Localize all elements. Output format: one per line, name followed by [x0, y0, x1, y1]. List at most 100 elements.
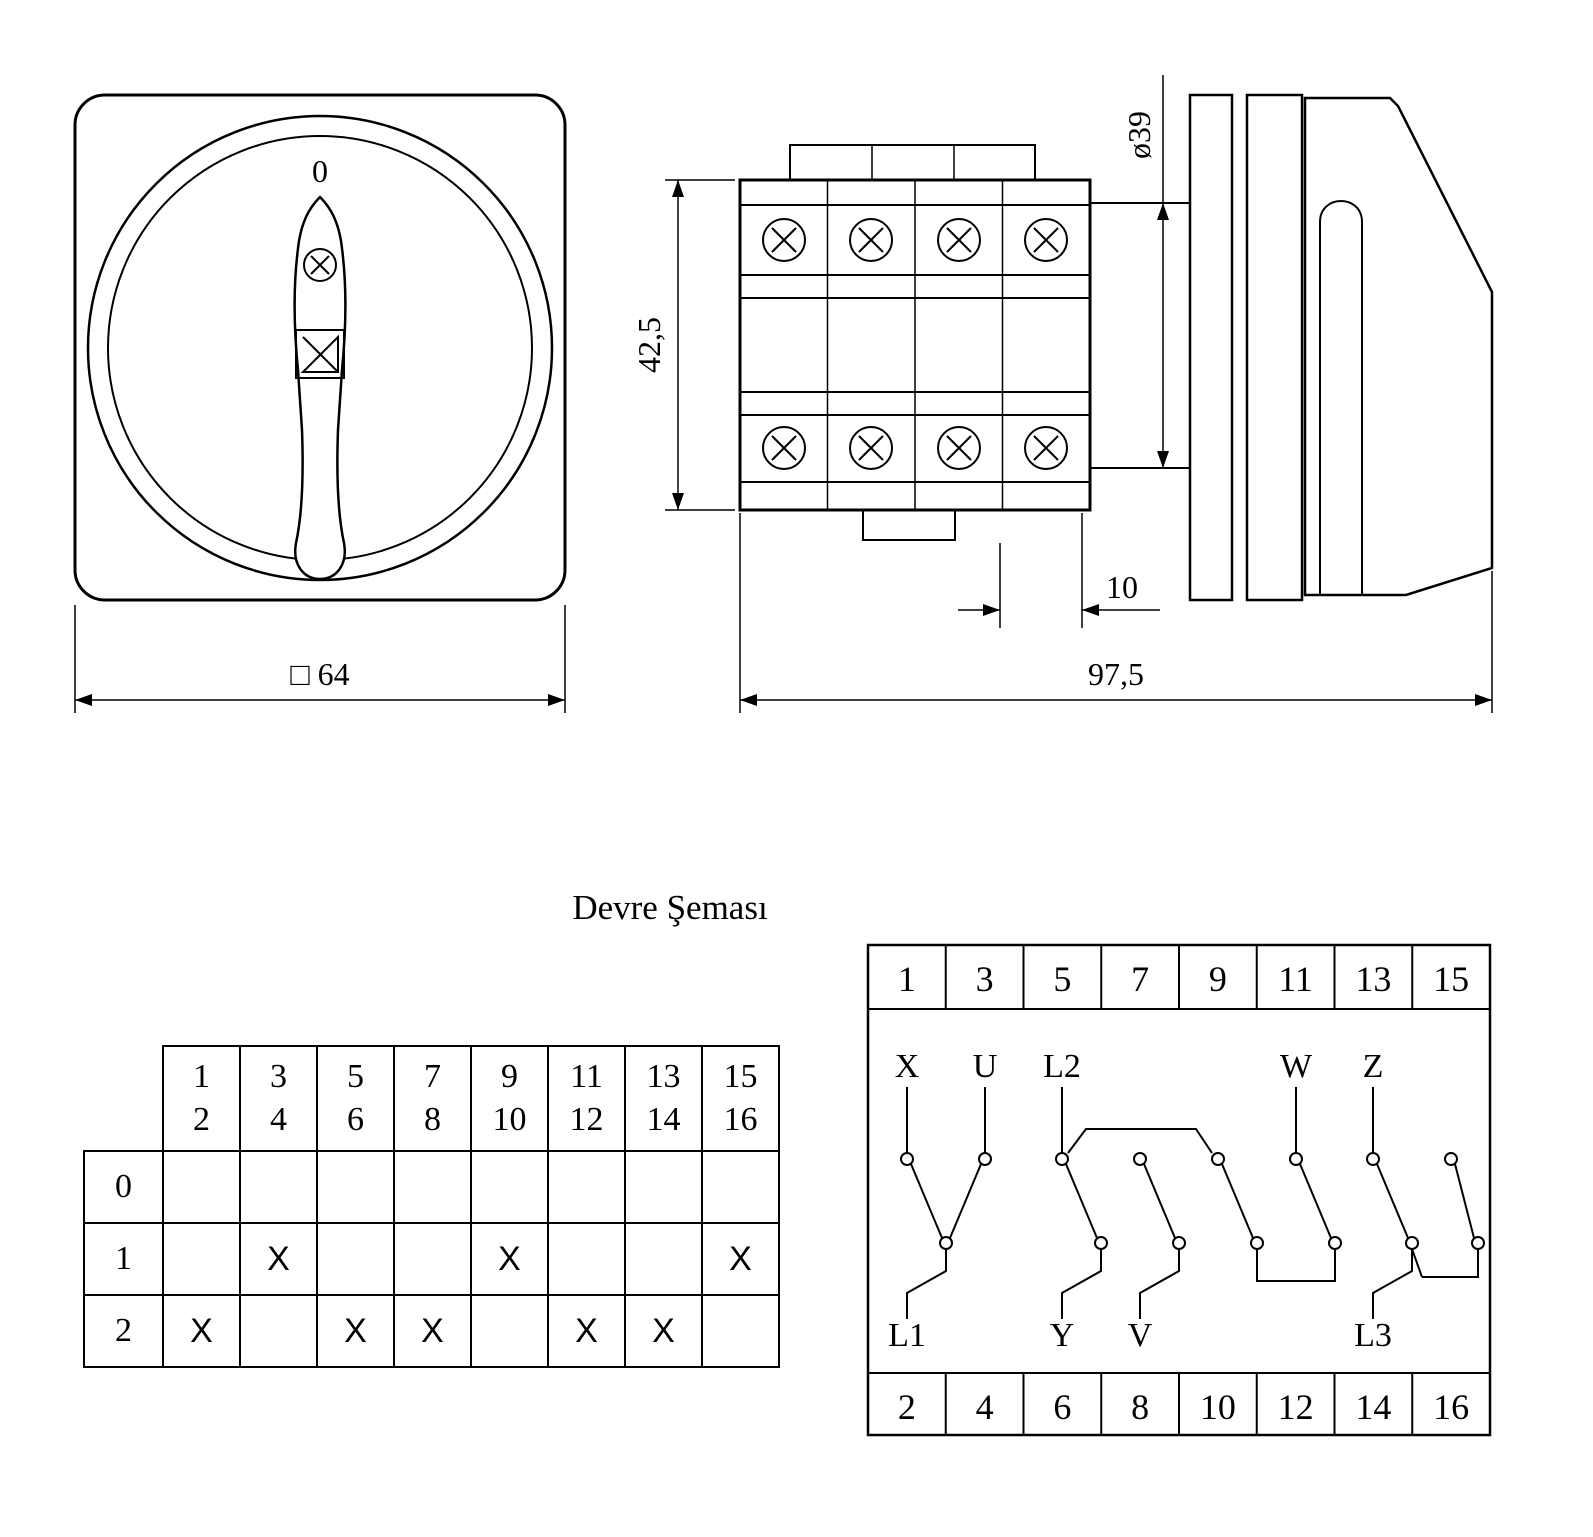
terminal-number: 4	[976, 1387, 994, 1427]
wire-label: U	[973, 1048, 998, 1085]
contact-column-header: 1 2	[162, 1045, 241, 1152]
contact-cell	[393, 1150, 472, 1224]
terminal-number: 8	[1131, 1387, 1149, 1427]
row-label: 1	[83, 1222, 164, 1296]
contact-cell	[470, 1150, 549, 1224]
terminal-number: 9	[1209, 959, 1227, 999]
brand-logo-icon	[295, 329, 345, 379]
contact-table-row: 1 X X X	[83, 1222, 780, 1296]
terminal-number: 16	[1433, 1387, 1469, 1427]
shaft-diameter-dimension: ø39	[1121, 75, 1169, 468]
contact-column-header: 9 10	[470, 1045, 549, 1152]
schema-title: Devre Şeması	[572, 888, 768, 927]
shaft-and-mounting	[1090, 93, 1304, 602]
contact-column-header: 13 14	[624, 1045, 703, 1152]
upper-wire-labels: X U L2 W Z	[895, 1048, 1384, 1085]
contact-table-corner-blank	[84, 1046, 164, 1152]
terminal-screw-icon	[849, 426, 893, 470]
terminal-number: 15	[1433, 959, 1469, 999]
terminal-number: 7	[1131, 959, 1149, 999]
terminal-number: 13	[1355, 959, 1391, 999]
width-dim-label: □ 64	[290, 656, 349, 692]
contact-cell	[316, 1150, 395, 1224]
contact-cell	[624, 1222, 703, 1296]
contact-cell: X	[316, 1294, 395, 1368]
contact-cell	[547, 1222, 626, 1296]
terminal-number: 11	[1278, 959, 1313, 999]
wiring-diagram: 1 3 5 7 9 11 13 15 2 4 6 8 10 12 14 16 X…	[866, 943, 1492, 1437]
knob-position-zero-label: 0	[312, 153, 328, 189]
terminal-screw-icon	[937, 218, 981, 262]
terminal-screws	[762, 218, 1068, 470]
wire-label: Y	[1050, 1317, 1075, 1354]
contact-column-header: 15 16	[701, 1045, 780, 1152]
width-dimension: □ 64	[74, 605, 566, 713]
contact-cell	[547, 1150, 626, 1224]
terminal-number: 5	[1053, 959, 1071, 999]
front-view-drawing: 0 □ 64	[73, 93, 567, 713]
switch-contacts	[900, 1087, 1485, 1319]
wire-label: L2	[1043, 1048, 1081, 1085]
terminal-number: 6	[1053, 1387, 1071, 1427]
contact-cell: X	[393, 1294, 472, 1368]
terminal-screw-icon	[1024, 426, 1068, 470]
contact-cell: X	[239, 1222, 318, 1296]
height-dimension: 42,5	[631, 179, 735, 511]
screw-icon	[303, 248, 337, 282]
contact-cell	[624, 1150, 703, 1224]
row-label: 2	[83, 1294, 164, 1368]
row-label: 0	[83, 1150, 164, 1224]
switch-body	[738, 144, 1092, 541]
contact-cell	[239, 1294, 318, 1368]
contact-table-row: 0	[83, 1150, 780, 1224]
terminal-number: 3	[976, 959, 994, 999]
contact-cell	[470, 1294, 549, 1368]
terminal-screw-icon	[1024, 218, 1068, 262]
contact-cell: X	[162, 1294, 241, 1368]
contact-cell	[316, 1222, 395, 1296]
terminal-screw-icon	[762, 218, 806, 262]
side-view-drawing: 42,5 ø39 10 97,5	[631, 75, 1494, 713]
contact-cell: X	[547, 1294, 626, 1368]
terminal-screw-icon	[762, 426, 806, 470]
contact-cell	[239, 1150, 318, 1224]
rotary-knob	[293, 195, 347, 581]
length-dimension: 97,5	[739, 513, 1493, 713]
wire-label: W	[1280, 1048, 1313, 1085]
terminal-number: 10	[1200, 1387, 1236, 1427]
wire-label: L3	[1354, 1317, 1392, 1354]
contact-table-row: 2 X X X X X	[83, 1294, 780, 1368]
terminal-screw-icon	[937, 426, 981, 470]
contact-table-header-row: 1 2 3 4 5 6 7 8 9 10 11 12 13 14 15	[84, 1045, 780, 1152]
contact-column-header: 11 12	[547, 1045, 626, 1152]
contact-column-header: 3 4	[239, 1045, 318, 1152]
contact-cell: X	[624, 1294, 703, 1368]
bottom-terminal-numbers: 2 4 6 8 10 12 14 16	[898, 1387, 1469, 1427]
shaft-diameter-label: ø39	[1121, 111, 1157, 159]
terminal-number: 14	[1355, 1387, 1391, 1427]
length-dim-label: 97,5	[1088, 656, 1144, 692]
wire-label: L1	[888, 1317, 926, 1354]
contact-column-header: 5 6	[316, 1045, 395, 1152]
wire-label: Z	[1363, 1048, 1384, 1085]
terminal-screw-icon	[849, 218, 893, 262]
contact-cell	[162, 1222, 241, 1296]
contact-cell	[701, 1150, 780, 1224]
contact-cell: X	[701, 1222, 780, 1296]
contact-cell	[701, 1294, 780, 1368]
lower-wire-labels: L1 Y V L3	[888, 1317, 1392, 1354]
contact-table: 1 2 3 4 5 6 7 8 9 10 11 12 13 14 15	[83, 1045, 780, 1368]
offset-dim-label: 10	[1106, 569, 1138, 605]
contact-cell	[162, 1150, 241, 1224]
contact-column-header: 7 8	[393, 1045, 472, 1152]
wire-label: X	[895, 1048, 920, 1085]
contact-cell: X	[470, 1222, 549, 1296]
contact-cell	[393, 1222, 472, 1296]
top-terminal-numbers: 1 3 5 7 9 11 13 15	[898, 959, 1469, 999]
wiring-frame	[866, 943, 1492, 1437]
offset-dimension: 10	[958, 513, 1160, 628]
terminal-number: 12	[1278, 1387, 1314, 1427]
terminal-number: 1	[898, 959, 916, 999]
wire-label: V	[1128, 1317, 1153, 1354]
